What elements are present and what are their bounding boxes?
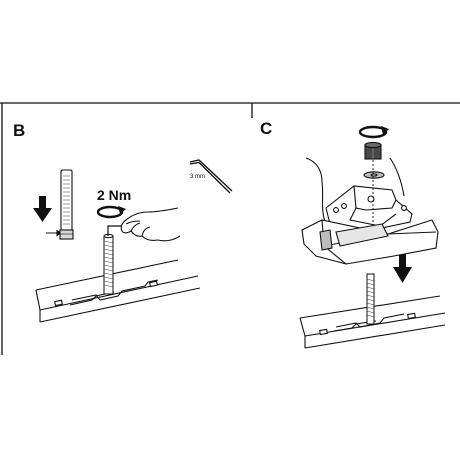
sleeve-tube: [59, 169, 74, 240]
down-arrow-c: [393, 254, 412, 283]
rail-hole: [148, 280, 158, 288]
hex-key-b: [107, 225, 122, 236]
rail-b: [35, 259, 201, 323]
down-arrow-b: [33, 196, 52, 222]
hand-b: [120, 207, 181, 242]
panel-b-label: B: [13, 121, 25, 140]
pointer-arrow: [46, 229, 62, 237]
rail-hole: [53, 299, 63, 307]
foot-pad: [301, 157, 439, 265]
rail-hole: [319, 328, 328, 336]
nut: [364, 141, 382, 160]
frame: [0, 102, 460, 355]
panel-b: B: [13, 121, 233, 323]
threaded-bolt-c: [366, 273, 375, 325]
tool-size-label: 3 mm: [190, 174, 205, 180]
panel-c: C: [260, 119, 446, 349]
rotate-arrow-b: [96, 205, 126, 219]
torque-label: 2 Nm: [97, 187, 131, 203]
panel-c-label: C: [260, 119, 272, 138]
rotate-arrow-c: [358, 125, 389, 139]
threaded-bolt-b: [103, 233, 114, 295]
washer: [363, 171, 385, 179]
hex-key-tool: [189, 159, 233, 194]
rail-hole: [407, 312, 416, 320]
